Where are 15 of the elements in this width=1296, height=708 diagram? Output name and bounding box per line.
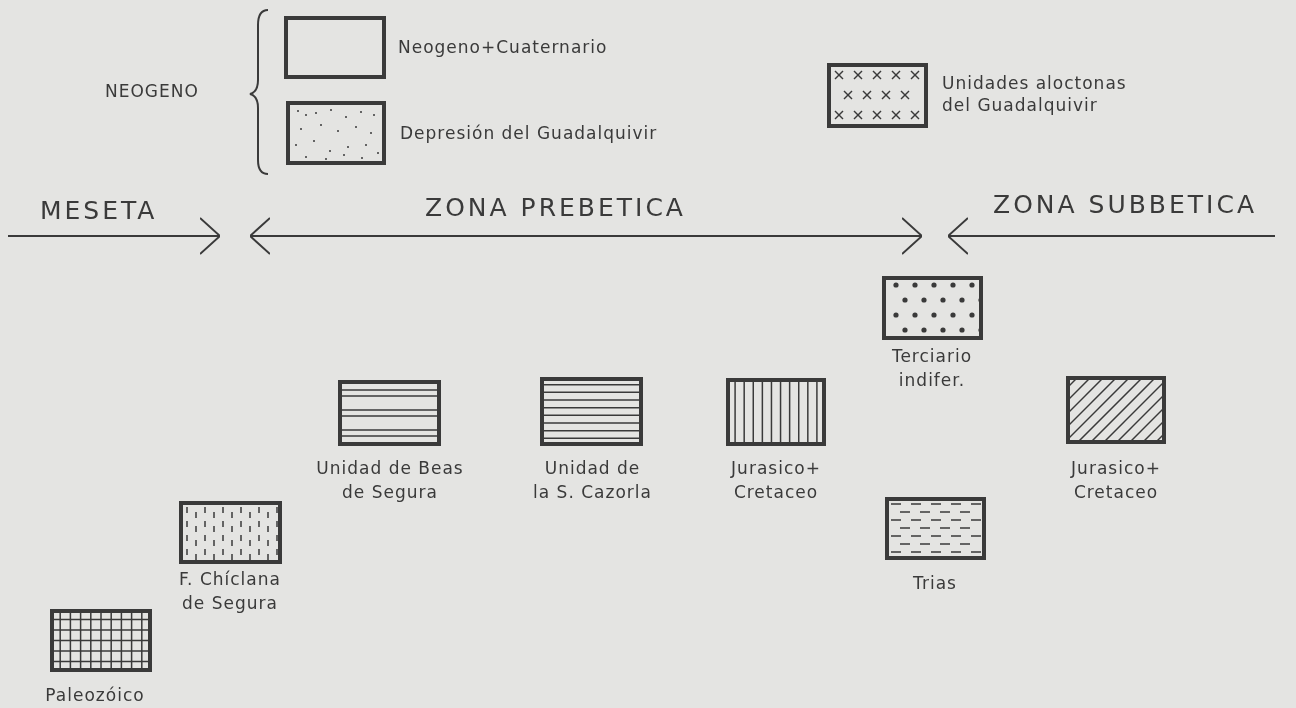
legend-label: Trias — [912, 572, 958, 595]
legend-label: Jurasico+ Cretaceo — [729, 457, 822, 504]
group-heading: NEOGENO — [105, 80, 199, 102]
legend-label: Depresión del Guadalquivir — [400, 122, 659, 144]
legend-label: Paleozóico — [44, 684, 146, 707]
legend-label: Jurasico+ Cretaceo — [1069, 457, 1162, 504]
legend-label: Neogeno+Cuaternario — [398, 36, 609, 58]
legend-label: Unidades aloctonas del Guadalquivir — [942, 72, 1128, 116]
zone-label: ZONA SUBBETICA — [993, 190, 1258, 219]
legend-label: Terciario indifer. — [890, 345, 974, 392]
legend-label: F. Chíclana de Segura — [178, 568, 282, 615]
legend-label: Unidad de la S. Cazorla — [532, 457, 653, 504]
zone-label: ZONA PREBETICA — [425, 193, 686, 222]
zone-label: MESETA — [40, 196, 158, 225]
legend-label: Unidad de Beas de Segura — [315, 457, 465, 504]
